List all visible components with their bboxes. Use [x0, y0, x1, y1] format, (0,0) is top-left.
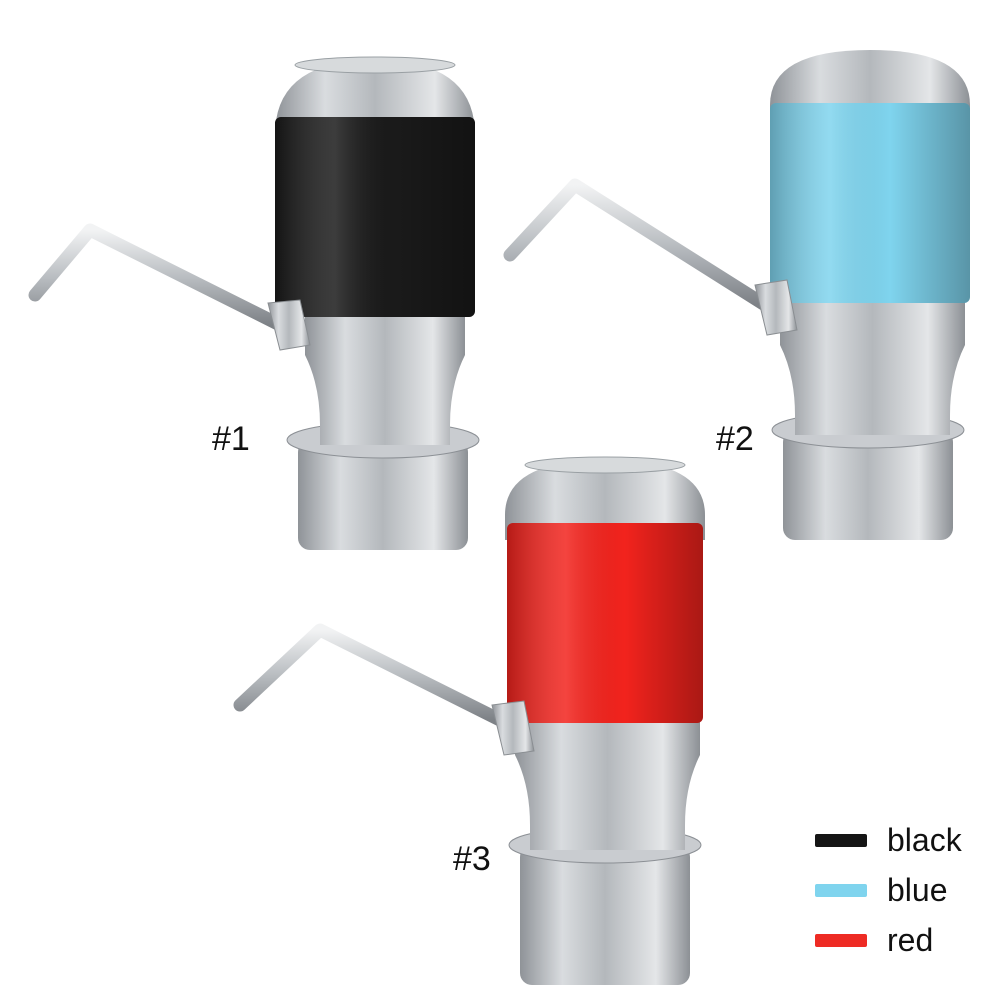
legend-label: blue [887, 871, 948, 908]
legend-swatch-red [815, 933, 867, 947]
legend-item-red: red [815, 915, 995, 965]
legend-item-blue: blue [815, 865, 995, 915]
color-legend: black blue red [815, 815, 995, 965]
pump-blue [495, 45, 975, 545]
product-tag-1: #1 [212, 420, 250, 458]
legend-label: red [887, 921, 934, 958]
legend-item-black: black [815, 815, 995, 865]
pump-red [230, 455, 710, 1000]
legend-swatch-blue [815, 883, 867, 897]
pump-black [10, 55, 490, 555]
legend-label: black [887, 821, 962, 858]
legend-swatch-black [815, 833, 867, 847]
product-tag-2: #2 [716, 420, 754, 458]
product-tag-3: #3 [453, 840, 491, 878]
